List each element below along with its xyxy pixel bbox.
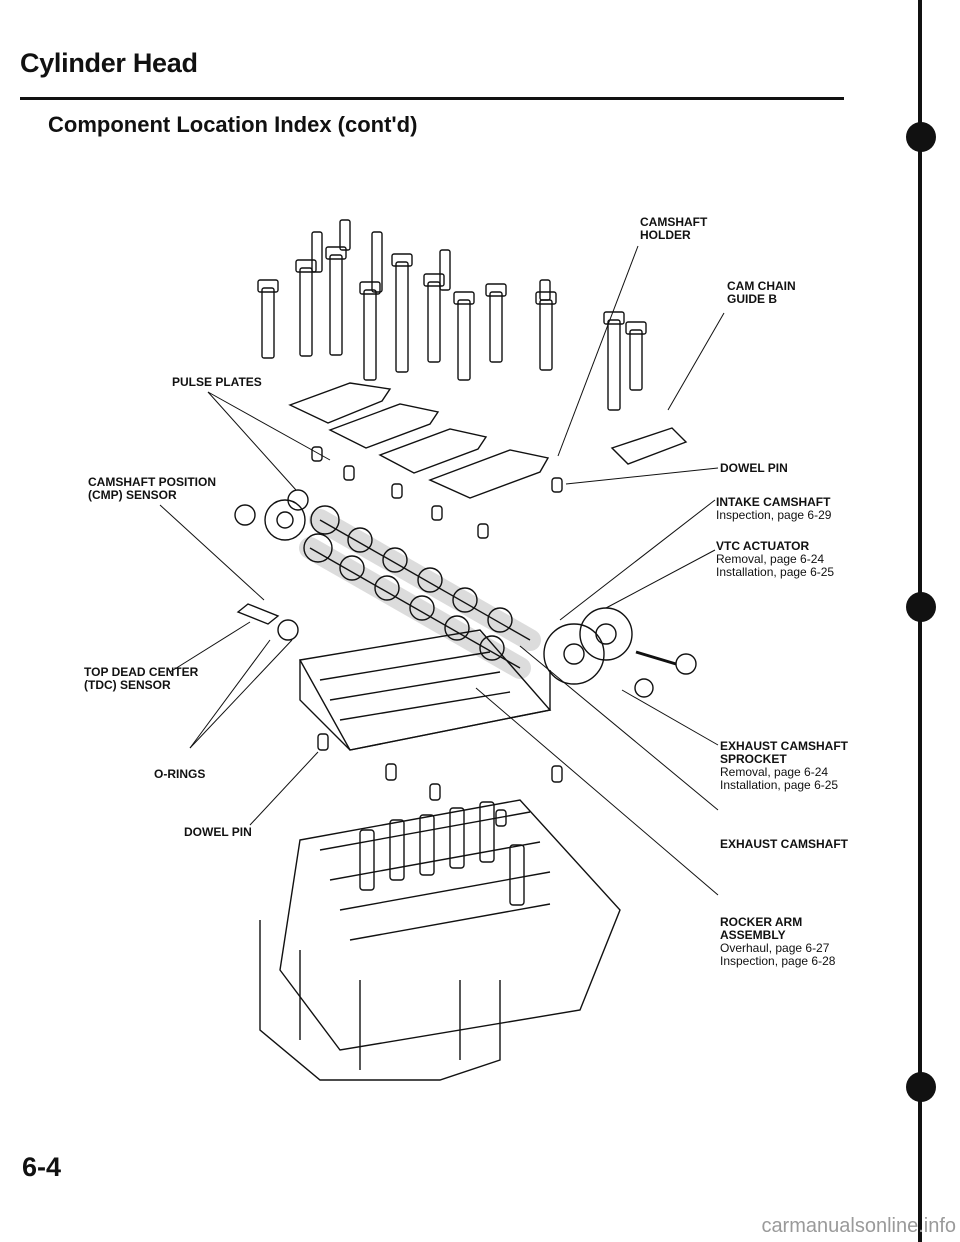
title-rule — [20, 97, 844, 100]
label-vtc-actuator: VTC ACTUATOR Removal, page 6-24 Installa… — [716, 539, 835, 579]
label-dowel-pin-lower: DOWEL PIN — [184, 825, 252, 839]
section-tab-dot — [906, 592, 936, 622]
page-number: 6-4 — [22, 1152, 62, 1182]
label-cmp-sensor: CAMSHAFT POSITION (CMP) SENSOR — [88, 475, 216, 502]
label-rocker-arm-assembly: ROCKER ARM ASSEMBLY Overhaul, page 6-27 … — [720, 915, 836, 968]
holder-bolts — [257, 219, 647, 411]
label-cam-chain-guide-b: CAM CHAIN GUIDE B — [727, 279, 796, 306]
label-camshaft-holder: CAMSHAFT HOLDER — [640, 215, 708, 242]
label-tdc-sensor: TOP DEAD CENTER (TDC) SENSOR — [84, 665, 199, 692]
section-tab-dot — [906, 122, 936, 152]
label-intake-camshaft: INTAKE CAMSHAFT Inspection, page 6-29 — [716, 495, 832, 522]
page-title: Cylinder Head — [20, 48, 198, 78]
label-dowel-pin-upper: DOWEL PIN — [720, 461, 788, 475]
label-pulse-plates: PULSE PLATES — [172, 375, 262, 389]
label-exhaust-camshaft-sprocket: EXHAUST CAMSHAFT SPROCKET Removal, page … — [720, 739, 848, 792]
watermark: carmanualsonline.info — [761, 1215, 956, 1237]
label-exhaust-camshaft: EXHAUST CAMSHAFT — [720, 837, 848, 851]
label-o-rings: O-RINGS — [154, 767, 206, 781]
section-subtitle: Component Location Index (cont'd) — [48, 112, 418, 137]
section-tab-dot — [906, 1072, 936, 1102]
